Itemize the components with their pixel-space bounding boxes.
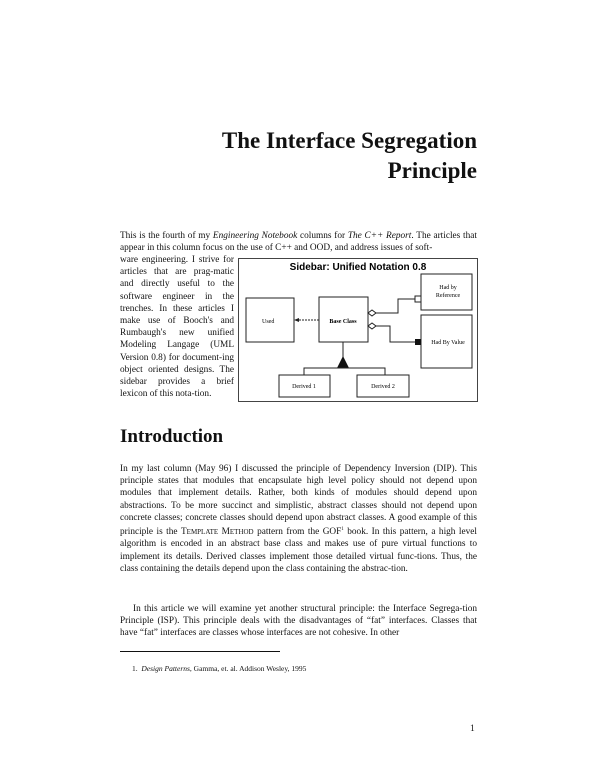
svg-text:Had By Value: Had By Value	[431, 340, 465, 346]
paragraph-2: In this article we will examine yet anot…	[120, 604, 477, 639]
derived1-box	[278, 374, 331, 398]
had-by-reference-box	[420, 273, 473, 311]
svg-text:Had by: Had by	[439, 285, 457, 291]
narrow-paragraph: ware engineering. I strive for articles …	[120, 255, 234, 400]
svg-text:Derived 1: Derived 1	[292, 384, 316, 390]
paragraph-1: In my last column (May 96) I discussed t…	[120, 464, 477, 574]
svg-text:Derived 2: Derived 2	[371, 384, 395, 390]
sidebar-title: Sidebar: Unified Notation 0.8	[290, 262, 427, 273]
svg-text:Reference: Reference	[436, 292, 461, 299]
inheritance-triangle	[337, 356, 349, 368]
footnote-rule	[120, 651, 280, 652]
uml-sidebar-diagram: Sidebar: Unified Notation 0.8 Used Base …	[238, 258, 478, 402]
section-heading: Introduction	[120, 426, 224, 447]
svg-text:Used: Used	[262, 319, 274, 325]
footnote: 1. Design Patterns, Gamma, et. al. Addis…	[132, 664, 307, 673]
page-title: The Interface Segregation Principle	[221, 128, 477, 183]
derived2-box	[356, 374, 410, 398]
page-number: 1	[470, 724, 475, 734]
svg-text:Base Class: Base Class	[329, 319, 357, 325]
intro-paragraph: This is the fourth of my Engineering Not…	[120, 231, 477, 254]
